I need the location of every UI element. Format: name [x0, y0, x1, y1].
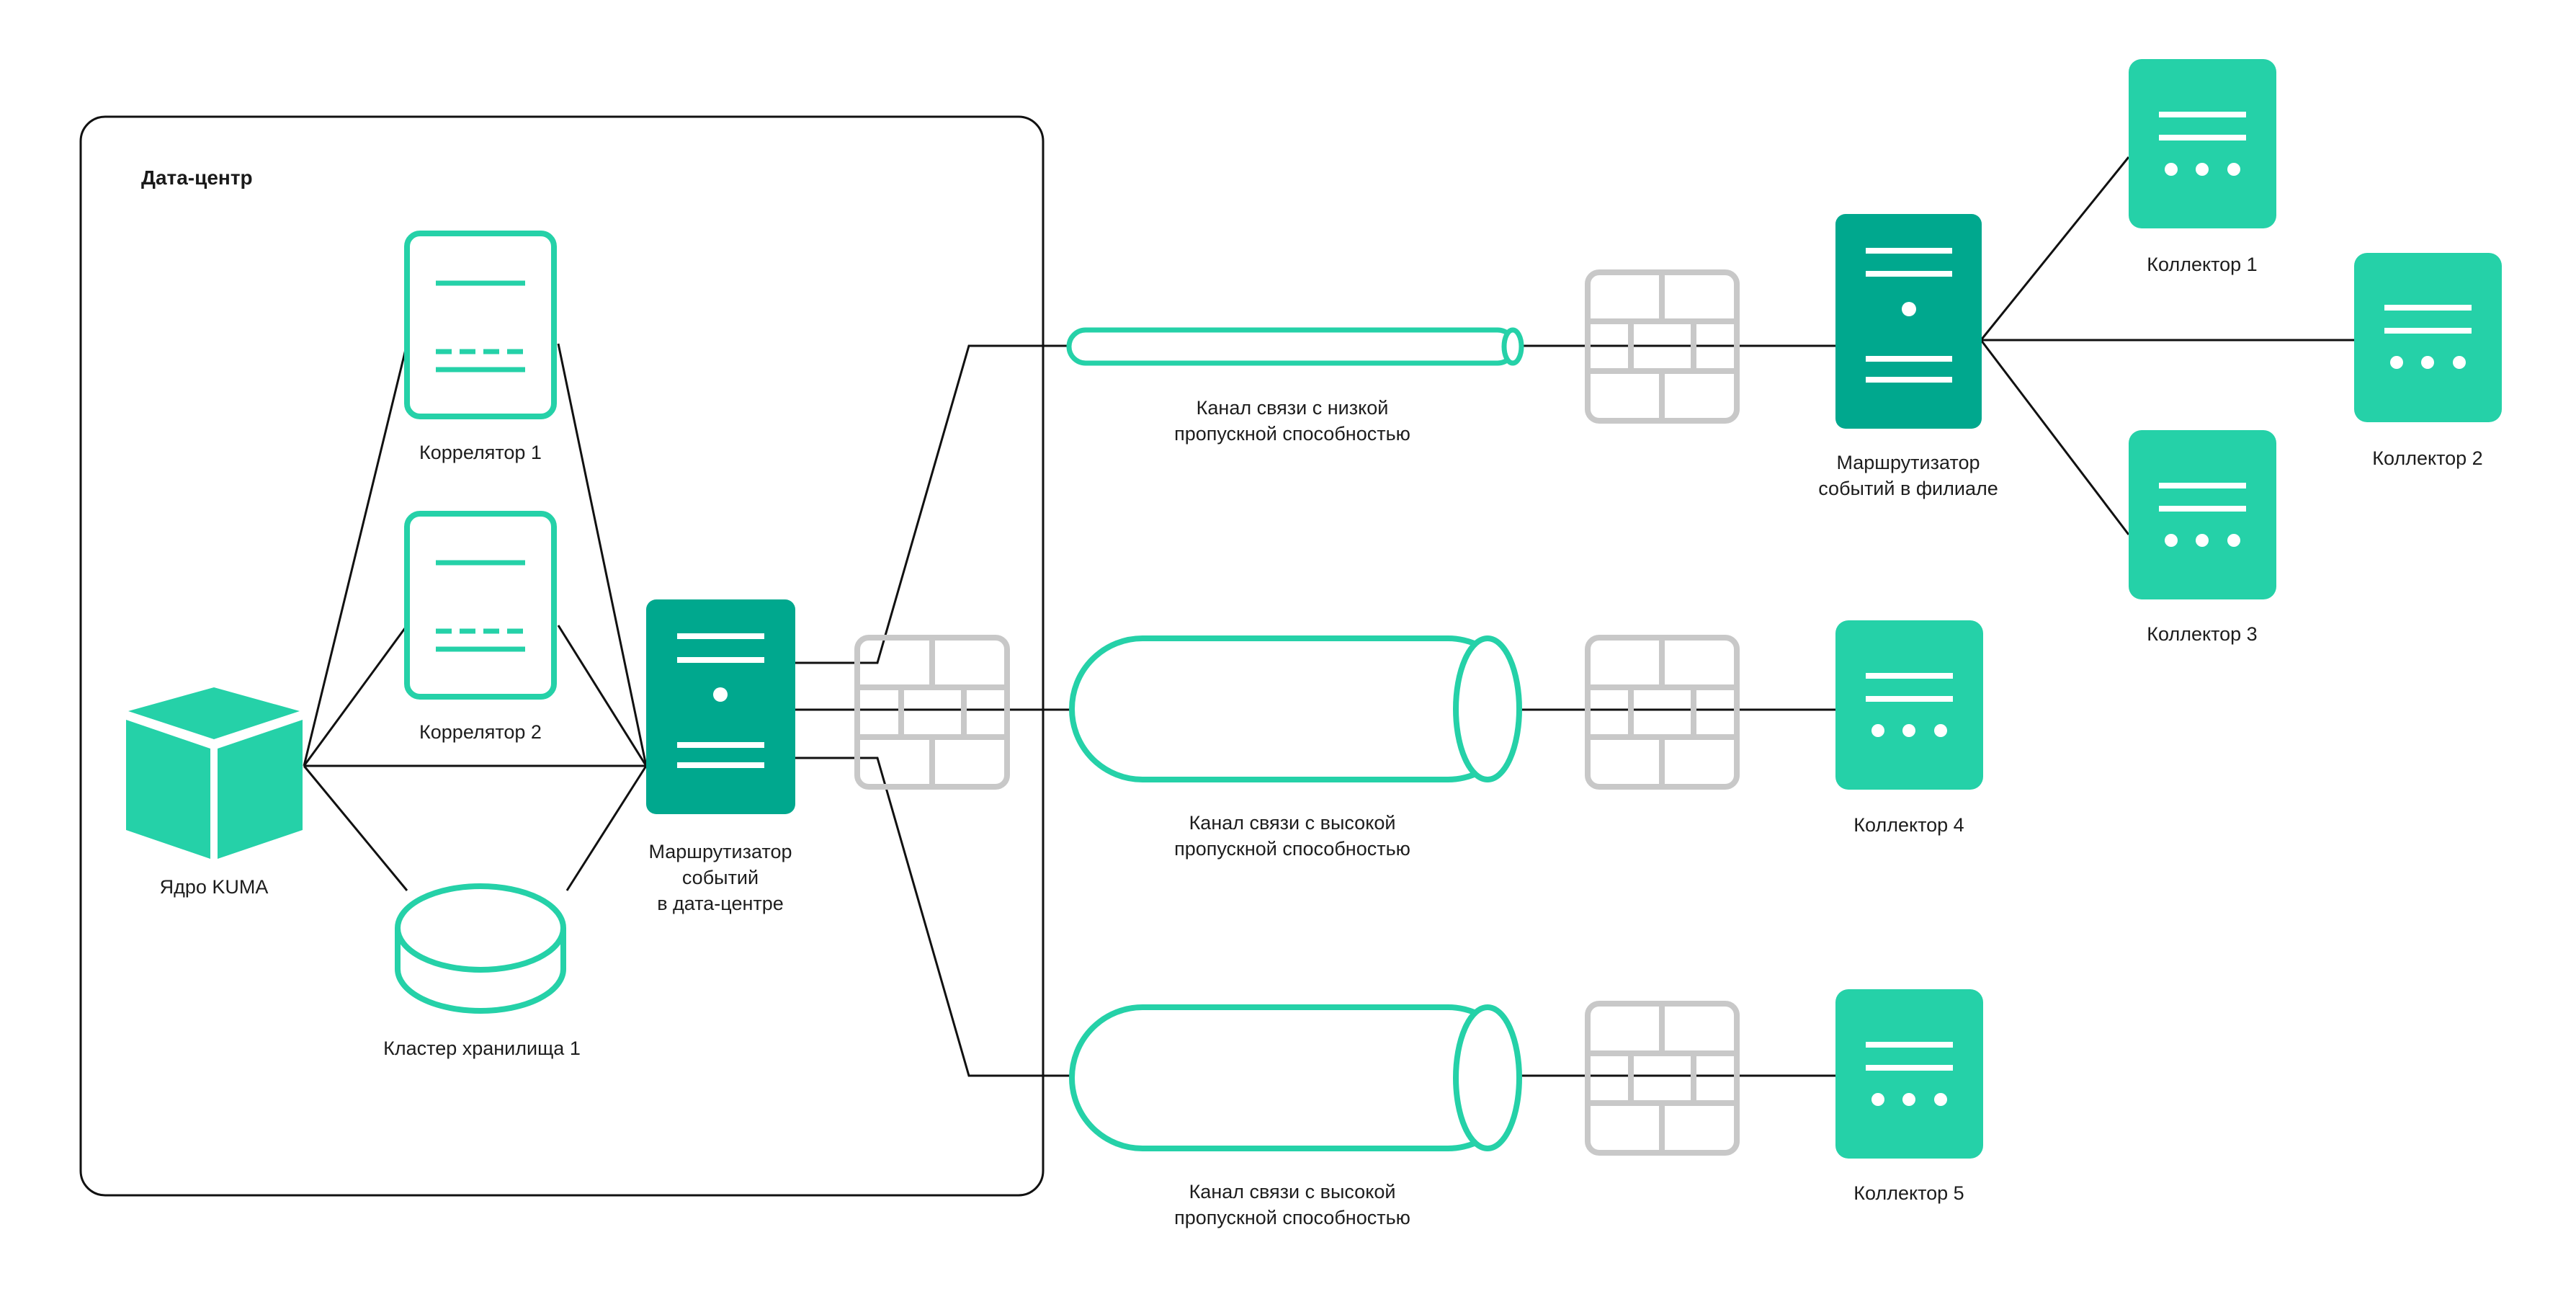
firewall-branch-icon	[1585, 269, 1740, 424]
branch-router-label-line-1: Маршрутизатор	[1836, 452, 1980, 473]
datacenter-frame	[79, 115, 1045, 1197]
collector-2-icon	[2354, 253, 2502, 422]
dc-router-label-line-1: Маршрутизатор	[648, 841, 792, 862]
firewall-collector5-icon	[1585, 1001, 1740, 1156]
collector-5-icon	[1835, 989, 1983, 1159]
collector-4-icon	[1835, 620, 1983, 790]
correlator-1-icon	[404, 231, 557, 419]
collector-4-label: Коллектор 4	[1853, 814, 1964, 836]
dc-router-label: Маршрутизатор событий в дата-центре	[562, 839, 879, 916]
high-channel-1-label-line-2: пропускной способностью	[1174, 838, 1410, 860]
storage-cluster-icon	[395, 883, 566, 1014]
firewall-collector4-icon	[1585, 635, 1740, 790]
high-bandwidth-channel-1-icon	[1069, 635, 1522, 782]
datacenter-title: Дата-центр	[141, 166, 253, 189]
correlator-2-label: Коррелятор 2	[419, 721, 542, 743]
collector-5-label: Коллектор 5	[1853, 1182, 1964, 1204]
collector-3-label: Коллектор 3	[2147, 623, 2258, 645]
storage-cluster-label: Кластер хранилища 1	[383, 1038, 581, 1059]
firewall-dc-icon	[854, 635, 1010, 790]
branch-router-label-line-2: событий в филиале	[1818, 478, 1998, 499]
high-channel-2-label-line-1: Канал связи с высокой	[1189, 1181, 1396, 1202]
correlator-1-label: Коррелятор 1	[419, 442, 542, 463]
correlator-2-icon	[404, 511, 557, 700]
kuma-core-label: Ядро KUMA	[159, 876, 269, 898]
dc-router-icon	[646, 599, 795, 814]
high-channel-2-label: Канал связи с высокой пропускной способн…	[1134, 1179, 1451, 1231]
connection-lines	[303, 156, 2354, 1077]
low-bandwidth-channel-icon	[1066, 327, 1524, 366]
high-channel-1-label: Канал связи с высокой пропускной способн…	[1134, 810, 1451, 862]
low-channel-label-line-1: Канал связи с низкой	[1196, 397, 1389, 419]
kuma-core-cube-icon	[126, 687, 303, 859]
high-bandwidth-channel-2-icon	[1069, 1004, 1522, 1151]
branch-router-label: Маршрутизатор событий в филиале	[1750, 450, 2067, 501]
low-channel-label: Канал связи с низкой пропускной способно…	[1134, 395, 1451, 447]
high-channel-1-label-line-1: Канал связи с высокой	[1189, 812, 1396, 834]
dc-router-label-line-2: событий	[681, 867, 759, 888]
branch-router-icon	[1835, 214, 1982, 429]
dc-router-label-line-3: в дата-центре	[657, 893, 784, 914]
low-channel-label-line-2: пропускной способностью	[1174, 423, 1410, 445]
collector-1-icon	[2129, 59, 2276, 228]
collector-1-label: Коллектор 1	[2147, 254, 2258, 275]
high-channel-2-label-line-2: пропускной способностью	[1174, 1207, 1410, 1228]
collector-3-icon	[2129, 430, 2276, 599]
collector-2-label: Коллектор 2	[2372, 447, 2483, 469]
